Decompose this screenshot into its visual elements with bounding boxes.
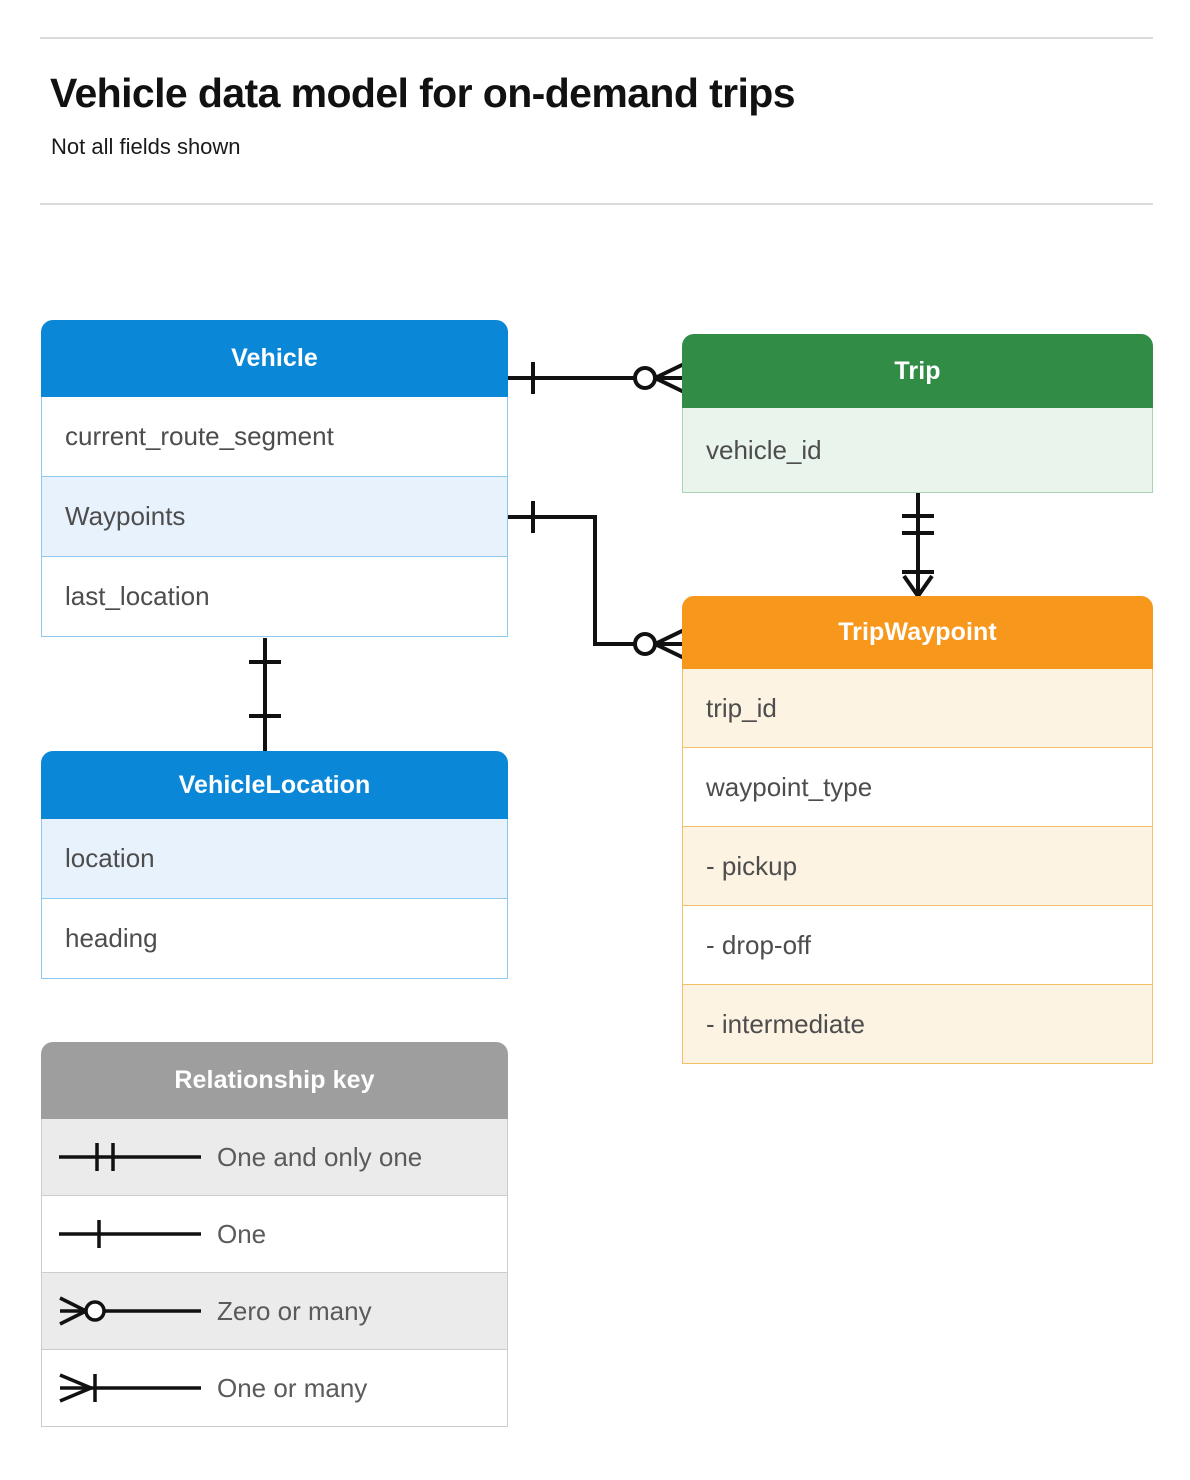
entity-tripwaypoint-value-intermediate[interactable]: - intermediate [682, 985, 1153, 1064]
entity-tripwaypoint-field-waypoint-type[interactable]: waypoint_type [682, 748, 1153, 827]
relationship-key-title: Relationship key [41, 1042, 508, 1119]
legend-item-zero-or-many: Zero or many [41, 1273, 508, 1350]
legend-item-one-and-only-one: One and only one [41, 1119, 508, 1196]
relationship-key-legend: Relationship key One and only one One [41, 1042, 508, 1427]
entity-tripwaypoint[interactable]: TripWaypoint trip_id waypoint_type - pic… [682, 596, 1153, 1064]
connector-waypoints-tripwaypoint [508, 501, 685, 660]
entity-vehicle-field-last-location[interactable]: last_location [41, 557, 508, 637]
one-icon [42, 1214, 217, 1254]
legend-label-one: One [217, 1218, 267, 1249]
header-divider-bottom [40, 203, 1153, 205]
entity-vehicle-field-waypoints[interactable]: Waypoints [41, 477, 508, 557]
entity-trip-field-vehicle-id[interactable]: vehicle_id [682, 408, 1153, 493]
page-title: Vehicle data model for on-demand trips [50, 70, 796, 116]
entity-vehicle-title: Vehicle [41, 320, 508, 397]
legend-item-one-or-many: One or many [41, 1350, 508, 1427]
entity-vehiclelocation-field-heading[interactable]: heading [41, 899, 508, 979]
entity-tripwaypoint-field-trip-id[interactable]: trip_id [682, 669, 1153, 748]
entity-tripwaypoint-value-drop-off[interactable]: - drop-off [682, 906, 1153, 985]
entity-vehiclelocation-title: VehicleLocation [41, 751, 508, 819]
one-and-only-one-icon [42, 1137, 217, 1177]
entity-trip[interactable]: Trip vehicle_id [682, 334, 1153, 493]
header-divider-top [40, 37, 1153, 39]
legend-label-one-or-many: One or many [217, 1372, 368, 1403]
entity-vehicle-field-current-route-segment[interactable]: current_route_segment [41, 397, 508, 477]
entity-vehiclelocation-field-location[interactable]: location [41, 819, 508, 899]
entity-vehiclelocation[interactable]: VehicleLocation location heading [41, 751, 508, 979]
one-or-many-icon [42, 1368, 217, 1408]
legend-item-one: One [41, 1196, 508, 1273]
entity-trip-title: Trip [682, 334, 1153, 408]
zero-or-many-icon [42, 1291, 217, 1331]
page-subtitle: Not all fields shown [51, 134, 241, 159]
entity-vehicle[interactable]: Vehicle current_route_segment Waypoints … [41, 320, 508, 637]
connector-vehicle-vehiclelocation [249, 638, 281, 751]
connector-trip-tripwaypoint [902, 492, 934, 598]
legend-label-one-and-only-one: One and only one [217, 1141, 423, 1172]
entity-tripwaypoint-value-pickup[interactable]: - pickup [682, 827, 1153, 906]
connector-vehicle-trip [508, 362, 685, 394]
legend-label-zero-or-many: Zero or many [217, 1295, 372, 1326]
entity-tripwaypoint-title: TripWaypoint [682, 596, 1153, 669]
